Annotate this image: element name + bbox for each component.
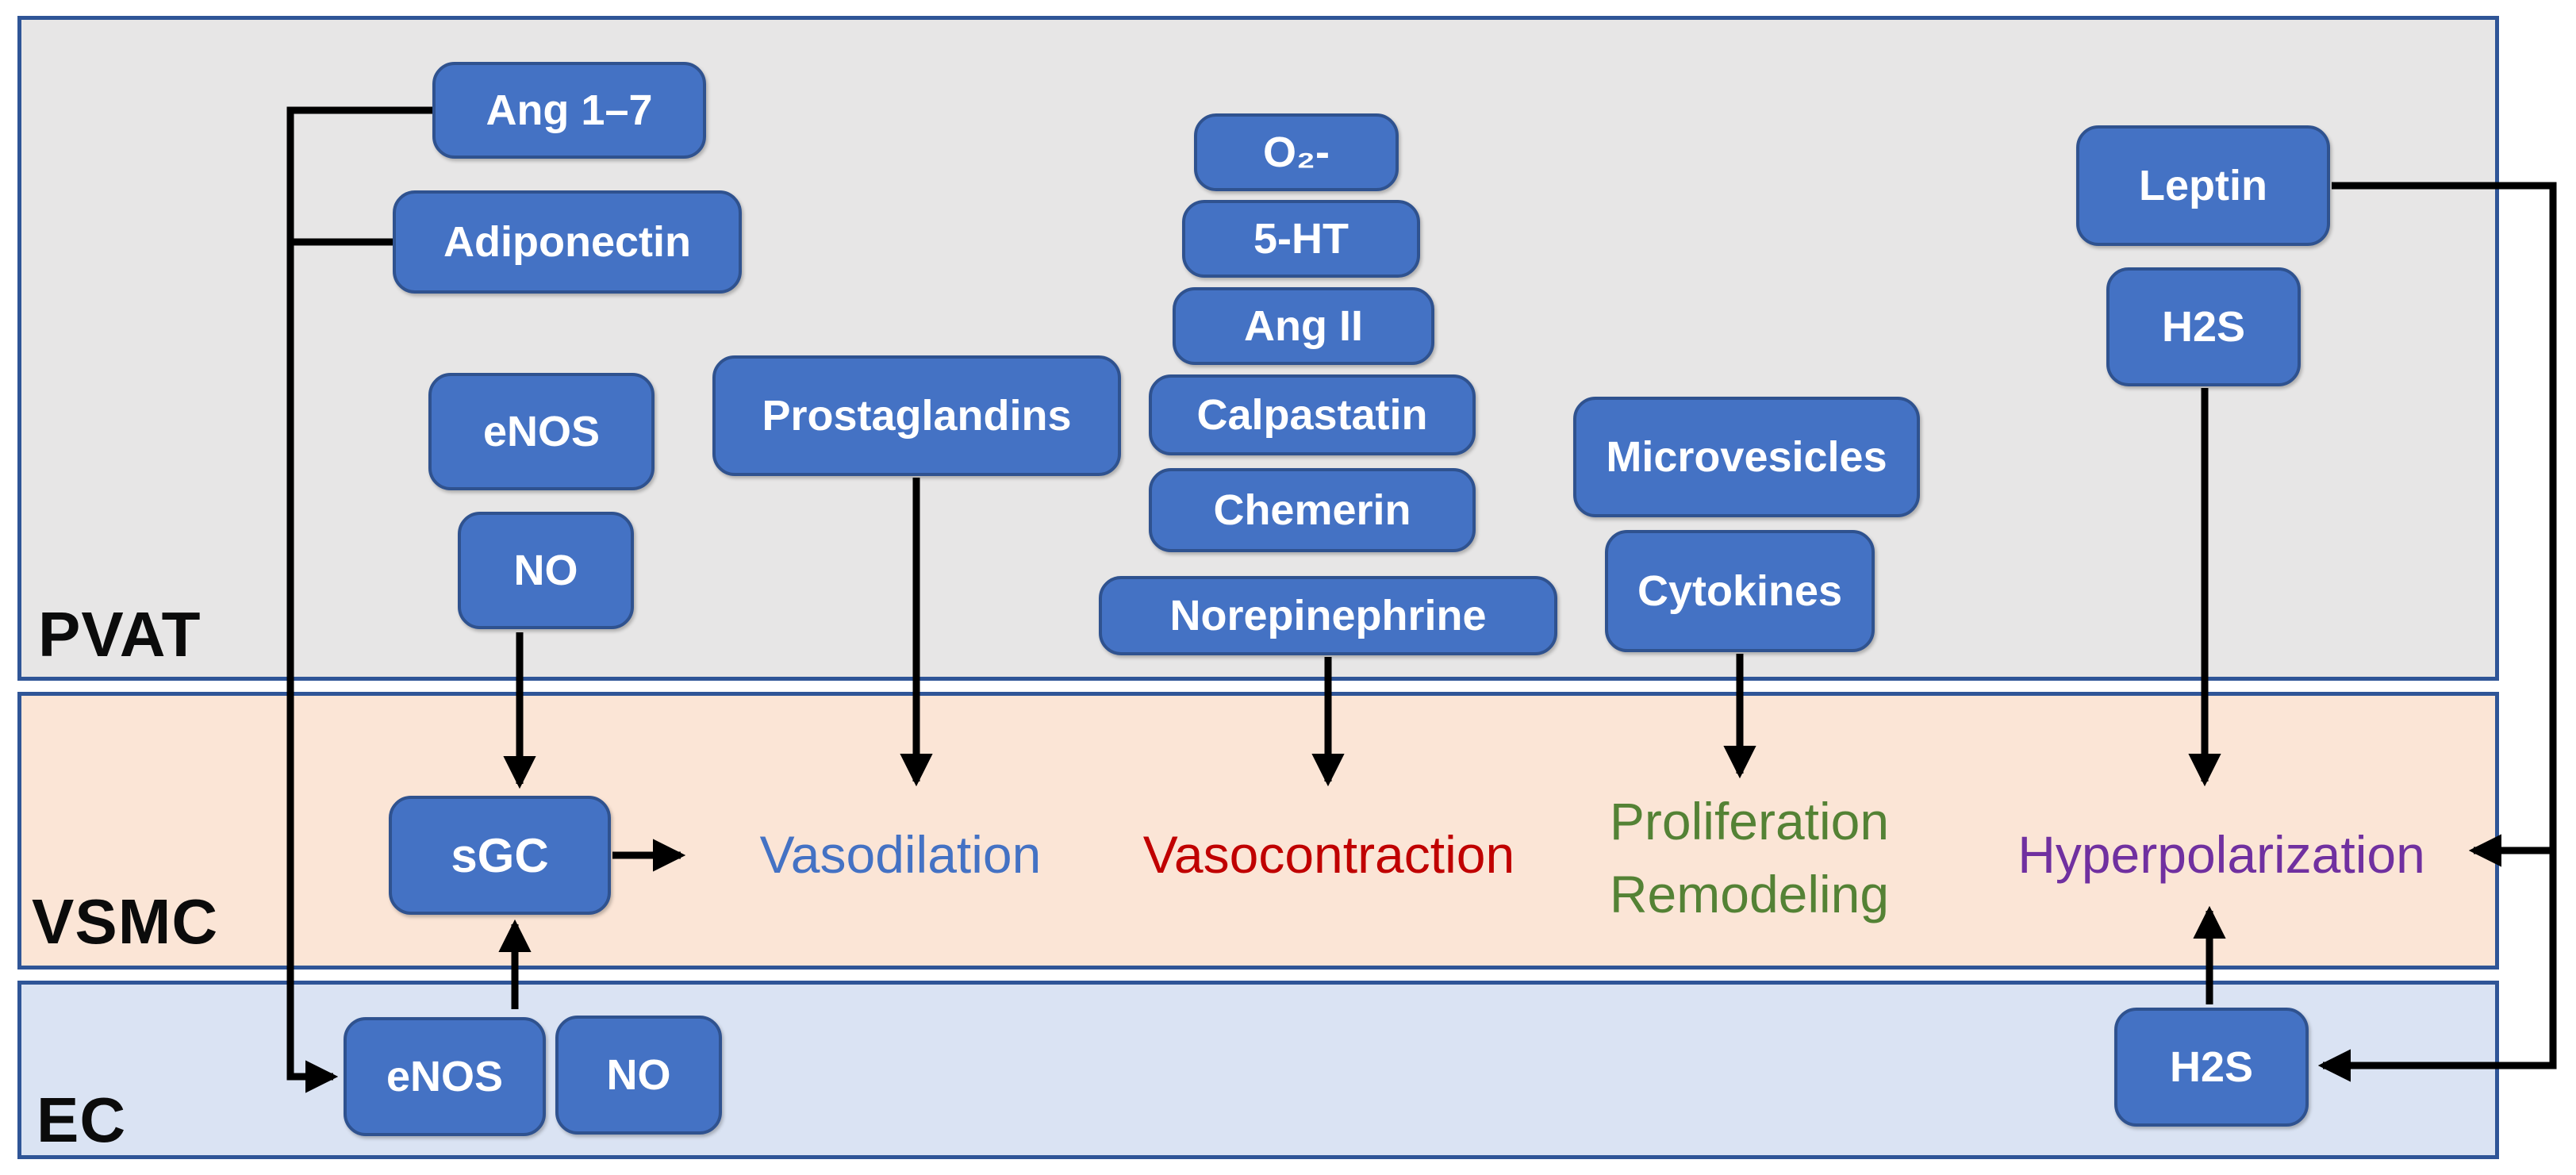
enos-ec-box: eNOS bbox=[344, 1017, 546, 1136]
adiponectin-box: Adiponectin bbox=[393, 190, 742, 294]
vasodilation-label: Vasodilation bbox=[759, 825, 1042, 884]
prostaglandins-label: Prostaglandins bbox=[762, 392, 1072, 440]
ec-layer-label: EC bbox=[36, 1085, 127, 1155]
angii-box: Ang II bbox=[1173, 287, 1434, 365]
norepinephrine-box: Norepinephrine bbox=[1099, 576, 1557, 655]
sgc-box: sGC bbox=[389, 796, 611, 915]
prostaglandins-box: Prostaglandins bbox=[712, 355, 1121, 476]
superoxide-box: O₂- bbox=[1194, 113, 1399, 191]
h2s-pvat-box: H2S bbox=[2106, 267, 2301, 386]
superoxide-label: O₂- bbox=[1263, 129, 1330, 176]
leptin-box: Leptin bbox=[2076, 125, 2330, 246]
hyperpolarization-label: Hyperpolarization bbox=[2017, 825, 2425, 884]
chemerin-box: Chemerin bbox=[1149, 468, 1476, 552]
microvesicles-label: Microvesicles bbox=[1606, 433, 1887, 481]
angii-label: Ang II bbox=[1244, 302, 1363, 350]
h2s-ec-label: H2S bbox=[2169, 1043, 2254, 1091]
cytokines-box: Cytokines bbox=[1605, 530, 1875, 652]
norepinephrine-label: Norepinephrine bbox=[1169, 592, 1487, 639]
no-ec-box: NO bbox=[555, 1016, 722, 1135]
no-ec-label: NO bbox=[606, 1051, 671, 1099]
enos-pvat-label: eNOS bbox=[482, 408, 601, 455]
adiponectin-label: Adiponectin bbox=[443, 218, 691, 266]
h2s-ec-box: H2S bbox=[2114, 1008, 2309, 1127]
chemerin-label: Chemerin bbox=[1213, 486, 1411, 534]
serotonin-label: 5-HT bbox=[1253, 215, 1349, 263]
no-pvat-label: NO bbox=[513, 547, 578, 594]
pvat-layer-label: PVAT bbox=[38, 599, 202, 670]
leptin-label: Leptin bbox=[2139, 162, 2267, 209]
microvesicles-box: Microvesicles bbox=[1573, 397, 1920, 517]
enos-pvat-box: eNOS bbox=[428, 373, 655, 490]
ang17-label: Ang 1–7 bbox=[486, 86, 653, 134]
remodeling-label: Remodeling bbox=[1609, 865, 1890, 923]
vasocontraction-label: Vasocontraction bbox=[1142, 825, 1515, 884]
proliferation-label: Proliferation bbox=[1609, 792, 1890, 851]
enos-ec-label: eNOS bbox=[386, 1053, 504, 1100]
serotonin-box: 5-HT bbox=[1182, 200, 1420, 278]
cytokines-label: Cytokines bbox=[1637, 567, 1843, 615]
sgc-label: sGC bbox=[451, 828, 549, 882]
no-pvat-box: NO bbox=[458, 512, 634, 629]
vsmc-layer-label: VSMC bbox=[32, 886, 219, 957]
h2s-pvat-label: H2S bbox=[2161, 303, 2246, 351]
calpastatin-label: Calpastatin bbox=[1196, 391, 1428, 439]
ang17-box: Ang 1–7 bbox=[432, 62, 706, 159]
calpastatin-box: Calpastatin bbox=[1149, 374, 1476, 455]
